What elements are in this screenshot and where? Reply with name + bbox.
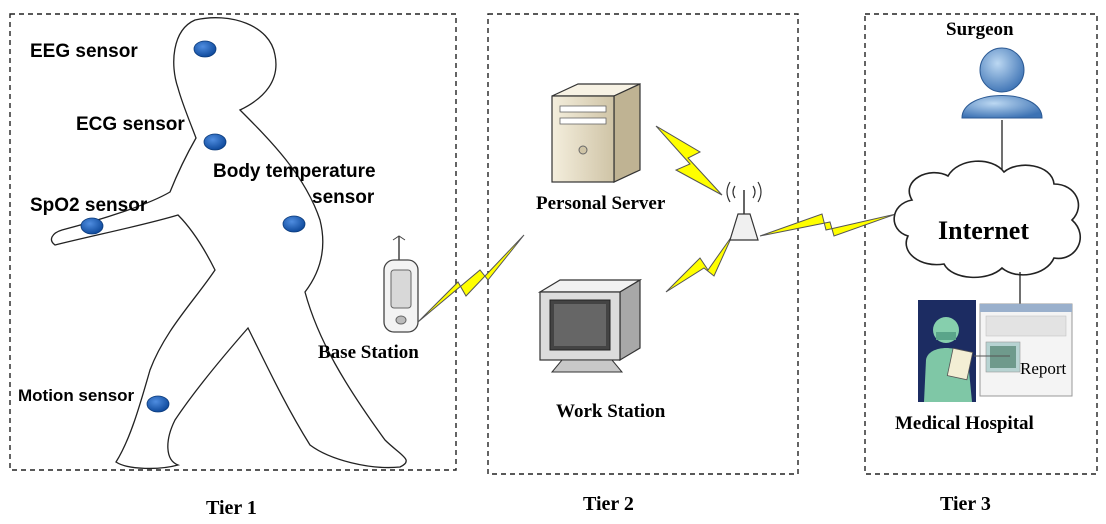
body-temperature-sensor-dot — [282, 215, 306, 233]
motion-sensor-dot — [146, 395, 170, 413]
surgeon-icon — [961, 47, 1043, 119]
spo2-sensor-label: SpO2 sensor — [30, 195, 148, 216]
medical-hospital-label: Medical Hospital — [895, 413, 1034, 434]
base-station-icon — [383, 235, 419, 333]
internet-label: Internet — [938, 216, 1029, 245]
tier1-label: Tier 1 — [206, 497, 257, 519]
ecg-sensor-label: ECG sensor — [76, 114, 185, 135]
motion-sensor-label: Motion sensor — [18, 386, 135, 405]
lightning-router-to-internet-icon — [759, 213, 897, 237]
work-station-label: Work Station — [556, 401, 666, 422]
lightning-base-to-tier2-icon — [417, 234, 525, 323]
spo2-sensor-dot — [80, 217, 104, 235]
wireless-router-icon — [726, 181, 762, 241]
tier2-box — [487, 13, 799, 475]
eeg-sensor-label: EEG sensor — [30, 41, 138, 62]
body-temperature-label-line1: Body temperature — [213, 161, 376, 182]
body-temperature-label-line2: sensor — [312, 187, 375, 208]
tier3-box — [864, 13, 1098, 475]
personal-server-label: Personal Server — [536, 193, 666, 214]
doctor-image — [918, 300, 976, 402]
tier1-box — [9, 13, 457, 471]
report-screen-image — [974, 303, 1073, 397]
tier3-label: Tier 3 — [940, 493, 991, 515]
base-station-label: Base Station — [318, 342, 419, 363]
human-body-outline — [50, 17, 407, 470]
internet-cloud-icon — [893, 160, 1082, 279]
lightning-workstation-to-router-icon — [665, 235, 733, 293]
eeg-sensor-dot — [193, 40, 217, 58]
tier2-label: Tier 2 — [583, 493, 634, 515]
report-label: Report — [1020, 359, 1067, 378]
lightning-server-to-router-icon — [655, 125, 723, 196]
work-station-icon — [537, 278, 643, 373]
personal-server-icon — [551, 83, 641, 183]
ecg-sensor-dot — [203, 133, 227, 151]
surgeon-label: Surgeon — [946, 19, 1014, 40]
